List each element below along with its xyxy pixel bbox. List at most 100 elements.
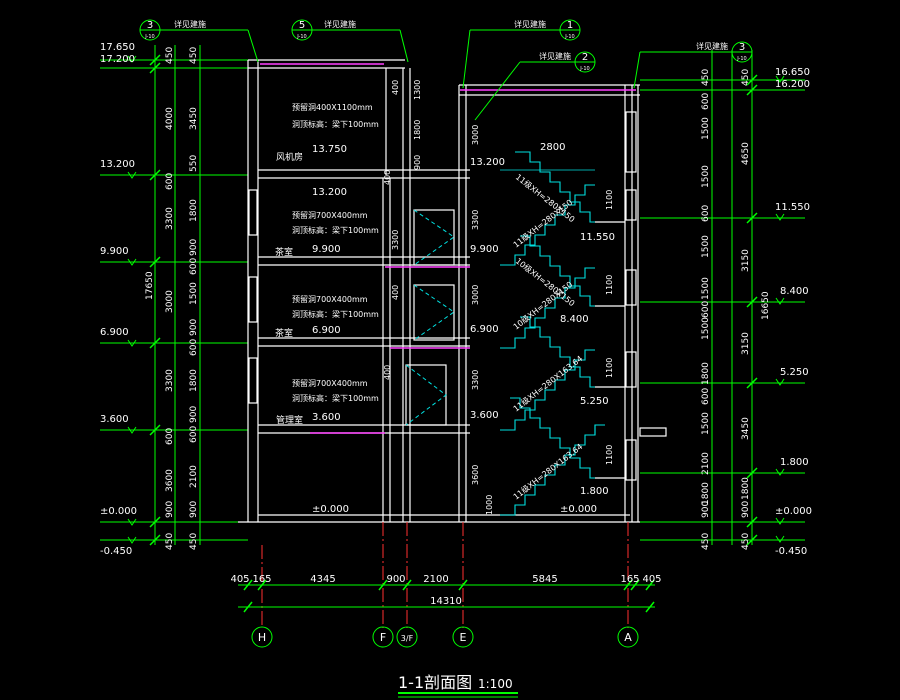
dim: 1800 [701, 362, 711, 385]
stair-level: 8.400 [560, 314, 589, 325]
dim: 1800 [189, 369, 199, 392]
dim: 550 [189, 155, 199, 172]
level-label: 6.900 [100, 327, 129, 338]
stair-level: 6.900 [470, 324, 499, 335]
interior-levels: 13.750 13.200 9.900 6.900 3.600 ±0.000 [312, 144, 349, 515]
bottom-dimension-values: 405 165 4345 900 2100 5845 165 405 14310 [230, 574, 661, 607]
dim: 450 [701, 533, 711, 550]
dim: 165 [620, 574, 639, 585]
dim: 1100 [605, 190, 614, 210]
dim: 900 [741, 501, 751, 518]
dim: 1500 [701, 317, 711, 340]
axis-bubble [617, 626, 639, 648]
dim: 600 [701, 388, 711, 405]
title-text: 1-1剖面图 [398, 673, 472, 692]
level-label: 17.650 [100, 42, 135, 53]
dim: 600 [189, 258, 199, 275]
dim: 3450 [189, 107, 199, 130]
stair-note: 11级XH=280X163.64 [511, 353, 584, 413]
right-dimension-values: 16650 450 4650 3150 3150 3450 1800 900 4… [701, 69, 771, 550]
dim: 600 [701, 93, 711, 110]
room-label: 风机房 [276, 151, 303, 163]
dim: 600 [165, 173, 175, 190]
left-dimension-lines [100, 45, 248, 546]
stair-note: 11级XH=280X163.64 [511, 441, 584, 501]
stair-level: 3.600 [470, 410, 499, 421]
level-label: 13.200 [100, 159, 135, 170]
axis-labels: H F 3/F E A [258, 631, 632, 644]
dim: 3150 [741, 332, 751, 355]
callout-sheet: J-10 [144, 34, 154, 40]
opening-size: 预留洞700X400mm [292, 210, 368, 220]
room-label: 茶室 [275, 246, 293, 258]
dim: 3300 [471, 210, 480, 230]
level-label: 9.900 [100, 246, 129, 257]
opening-size: 预留洞700X400mm [292, 378, 368, 388]
dim: 600 [189, 426, 199, 443]
left-dimension-values: 17650 450 4000 600 3300 3000 3300 600 36… [145, 47, 199, 550]
stair-level: 11.550 [580, 232, 615, 243]
room-label: 茶室 [275, 327, 293, 339]
stair-level: 9.900 [470, 244, 499, 255]
callout-text: 详见建施 [539, 51, 571, 61]
detail-callouts [139, 19, 753, 121]
dim: 900 [189, 239, 199, 256]
dim: 1300 [413, 80, 422, 100]
dim: 600 [701, 301, 711, 318]
floor-level: 9.900 [312, 244, 341, 255]
dim: 2100 [189, 465, 199, 488]
dim: 3600 [165, 469, 175, 492]
dim: 1500 [701, 235, 711, 258]
opening-elev: 洞顶标高：梁下100mm [292, 119, 379, 129]
dim: 900 [701, 501, 711, 518]
dim: 900 [189, 501, 199, 518]
dim: 900 [413, 155, 422, 170]
dim: 3000 [471, 285, 480, 305]
dim: 600 [189, 339, 199, 356]
opening-notes: 预留洞400X1100mm 洞顶标高：梁下100mm 预留洞700X400mm … [292, 102, 379, 403]
dim: 2100 [701, 452, 711, 475]
axis-label: 3/F [401, 634, 414, 643]
stair-level: ±0.000 [560, 504, 597, 515]
dim: 5845 [532, 574, 557, 585]
dim: 1800 [701, 482, 711, 505]
axis-label: F [380, 631, 386, 644]
level-label: 17.200 [100, 54, 135, 65]
dim: 4000 [165, 107, 175, 130]
level-label: 11.550 [775, 202, 810, 213]
dim: 1100 [605, 358, 614, 378]
dim: 1500 [701, 117, 711, 140]
dim: 405 [230, 574, 249, 585]
callout-text: 详见建施 [696, 41, 728, 51]
level-label: 5.250 [780, 367, 809, 378]
dim: 1500 [701, 165, 711, 188]
stair-landings [595, 221, 625, 479]
dim: 400 [391, 285, 400, 300]
callout-number: 3 [147, 20, 153, 31]
level-label: 16.650 [775, 67, 810, 78]
dim: 900 [165, 501, 175, 518]
dim: 1500 [701, 412, 711, 435]
level-label: -0.450 [775, 546, 807, 557]
dim: 165 [252, 574, 271, 585]
left-level-markers [127, 55, 137, 544]
callout-number: 5 [299, 20, 305, 31]
stair-level: 1.800 [580, 486, 609, 497]
dim: 3300 [391, 230, 400, 250]
right-level-markers [775, 75, 785, 543]
room-label: 管理室 [276, 414, 303, 426]
dim: 900 [189, 319, 199, 336]
dim: 450 [189, 533, 199, 550]
callout-text: 详见建施 [324, 19, 356, 29]
callout-number: 1 [567, 20, 573, 31]
callout-text: 详见建施 [174, 19, 206, 29]
dim: 450 [741, 533, 751, 550]
dim: 1100 [605, 275, 614, 295]
dim: 400 [391, 80, 400, 95]
dim: 1800 [413, 120, 422, 140]
level-label: ±0.000 [100, 506, 137, 517]
dim: 450 [741, 69, 751, 86]
dim: 1000 [485, 495, 494, 515]
dim: 450 [165, 47, 175, 64]
